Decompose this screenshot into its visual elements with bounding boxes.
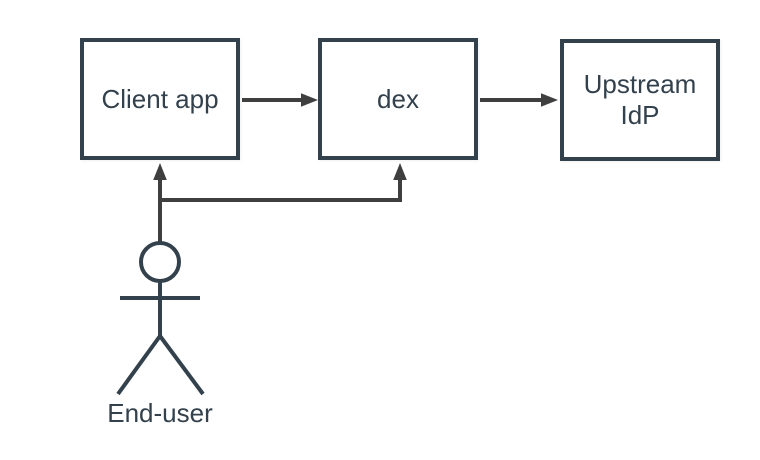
arrow-end-user-to-dex [158,163,407,202]
node-dex: dex [318,38,478,160]
node-client-app-label: Client app [101,83,219,114]
arrow-dex-to-upstream-idp [480,93,558,107]
node-client-app: Client app [80,38,240,160]
arrow-end-user-to-client-app [153,163,167,243]
end-user-actor-icon [116,241,205,396]
node-upstream-idp: Upstream IdP [560,39,720,161]
node-dex-label: dex [377,83,419,114]
actor-label-end-user: End-user [107,398,213,428]
arrow-client-app-to-dex [242,93,318,107]
node-upstream-idp-label: Upstream IdP [583,69,697,130]
